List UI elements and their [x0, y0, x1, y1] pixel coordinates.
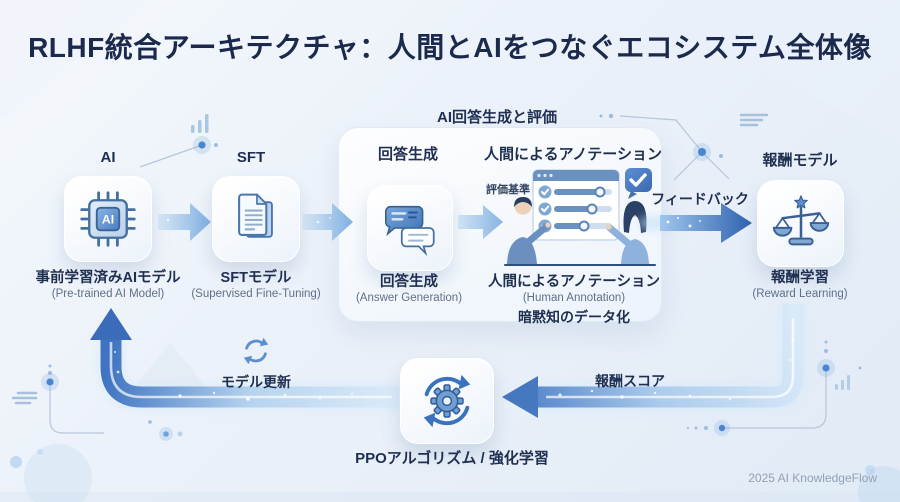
tag-reward-model: 報酬モデル	[762, 152, 838, 169]
annotator-person-left	[507, 197, 551, 264]
network-lines	[49, 115, 827, 434]
criteria-label: 評価基準	[486, 184, 530, 196]
ppo-card	[400, 358, 494, 444]
glow-node-dots	[41, 136, 835, 441]
tacit-knowledge-label: 暗黙知のデータ化	[518, 309, 630, 325]
chip-label: AI	[102, 213, 114, 227]
answer-generation-heading: 回答生成	[377, 146, 438, 163]
mini-bar-chart-icon	[191, 114, 209, 133]
tag-sft: SFT	[236, 149, 266, 166]
footer-credit: 2025 AI KnowledgeFlow	[748, 471, 877, 485]
chat-bubbles-icon	[385, 205, 435, 257]
gear-cycle-icon	[423, 374, 471, 428]
dot-decorations	[48, 113, 862, 437]
document-icon	[238, 193, 273, 238]
tag-pretrained-ai: AI	[100, 149, 116, 166]
sft-model-label: SFTモデル (Supervised Fine-Tuning)	[191, 270, 321, 300]
answer-generation-label: 回答生成 (Answer Generation)	[355, 274, 463, 304]
sft-model-card	[212, 176, 300, 262]
mini-bar-chart-icon	[835, 375, 850, 390]
panel-title: AI回答生成と評価	[436, 109, 557, 126]
ai-chip-icon: AI	[80, 191, 136, 247]
pretrained-model-label: 事前学習済みAIモデル (Pre-trained AI Model)	[35, 270, 181, 300]
human-annotation-heading: 人間によるアノテーション	[484, 146, 662, 163]
page-title: RLHF統合アーキテクチャ：人間とAIをつなぐエコシステム全体像	[28, 32, 872, 63]
reward-model-label: 報酬学習 (Reward Learning)	[752, 270, 848, 300]
reward-model-card	[757, 180, 844, 267]
lines-icon	[11, 113, 769, 405]
ppo-label: PPOアルゴリズム / 強化学習	[355, 450, 549, 467]
feedback-label: フィードバック	[651, 191, 749, 207]
refresh-icon	[243, 337, 269, 365]
pretrained-model-card: AI	[64, 176, 152, 262]
answer-generation-card	[367, 185, 453, 271]
balance-scale-icon	[772, 194, 829, 245]
annotation-window	[532, 169, 620, 241]
model-update-label: モデル更新	[221, 374, 291, 390]
generation-evaluation-panel: 回答生成 人間によるアノテーション 評価基準	[338, 127, 662, 325]
human-annotation-label: 人間によるアノテーション (Human Annotation) 暗黙知のデータ化	[454, 274, 694, 327]
reward-score-label: 報酬スコア	[595, 373, 665, 389]
annotation-scene	[504, 168, 656, 266]
check-bubble-icon	[625, 168, 652, 199]
